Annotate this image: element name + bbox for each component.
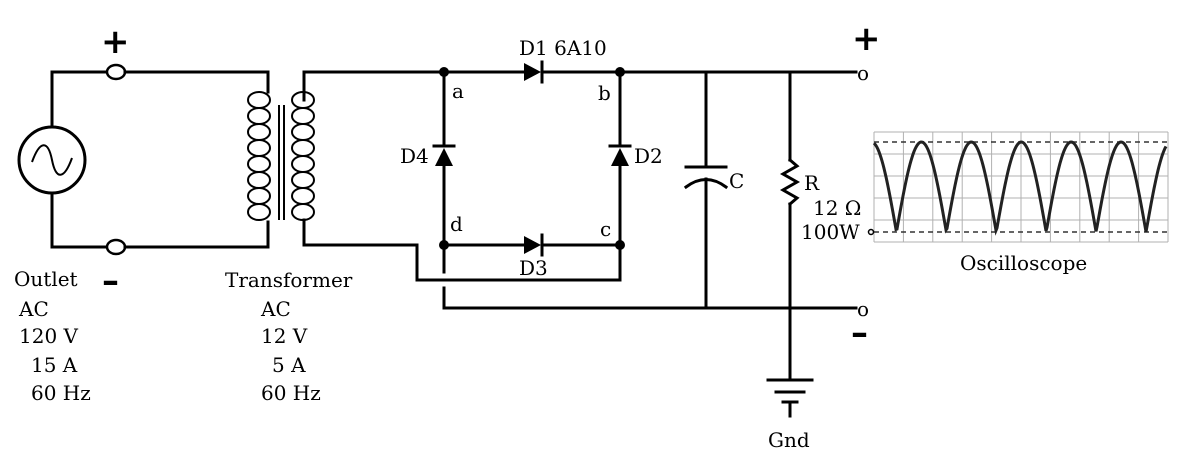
transformer-symbol [247,91,315,221]
outlet-current: 15 A [31,353,78,377]
node-c [615,240,625,250]
primary-coil-loop [247,91,271,109]
resistor-label: R [804,171,820,195]
secondary-coil-loop [291,203,315,221]
resistor-value: 12 Ω [813,196,861,220]
capacitor-label: C [729,169,744,193]
output-bottom-terminal: o [857,297,869,321]
outlet-minus-sign: – [102,261,119,301]
transformer-type: AC [260,297,291,321]
diode-d1-label: D1 6A10 [519,36,607,60]
rectified-waveform [872,140,1168,236]
diode-d1 [524,63,541,81]
transformer-title: Transformer [225,268,353,292]
transformer-current: 5 A [272,353,306,377]
ground-symbol [766,378,814,418]
transformer-voltage: 12 V [261,324,308,348]
node-a [439,67,449,77]
outlet-plus-sign: + [101,22,130,62]
diode-d3-label: D3 [519,256,548,280]
oscilloscope-label: Oscilloscope [960,251,1087,275]
ac-source [17,63,127,256]
secondary-coil-loop [291,107,315,125]
scope-zero-marker [867,228,875,236]
ground-label: Gnd [768,428,810,452]
diode-d4 [435,148,453,166]
secondary-coil-loop [291,171,315,189]
primary-coil-loop [247,107,271,125]
capacitor-c [683,70,729,310]
outlet-minus-terminal [105,238,127,256]
secondary-coil-loop [291,123,315,141]
resistor-power: 100W [801,220,860,244]
outlet-type: AC [18,297,49,321]
resistor-r [779,70,801,382]
outlet-plus-terminal [105,63,127,81]
primary-coil-loop [247,155,271,173]
node-d-label: d [450,212,463,236]
node-b-label: b [598,81,611,105]
secondary-coil-loop [291,187,315,205]
outlet-voltage: 120 V [19,324,79,348]
secondary-coil-loop [291,155,315,173]
node-a-label: a [452,79,464,103]
primary-coil-loop [247,187,271,205]
output-minus-sign: – [851,313,868,353]
transformer-frequency: 60 Hz [261,381,321,405]
output-top-terminal: o [857,61,869,85]
oscilloscope-display [867,131,1169,243]
diode-d4-label: D4 [400,144,429,168]
node-c-label: c [600,217,611,241]
bridge-rectifier [432,60,632,310]
diode-d3 [524,236,541,254]
diode-d2-label: D2 [634,144,663,168]
outlet-frequency: 60 Hz [31,381,91,405]
primary-coil-loop [247,123,271,141]
output-plus-sign: + [852,19,881,59]
primary-coil-loop [247,139,271,157]
outlet-title: Outlet [14,267,78,291]
primary-coil-loop [247,171,271,189]
diode-d2 [611,148,629,166]
secondary-coil-loop [291,139,315,157]
primary-coil-loop [247,203,271,221]
